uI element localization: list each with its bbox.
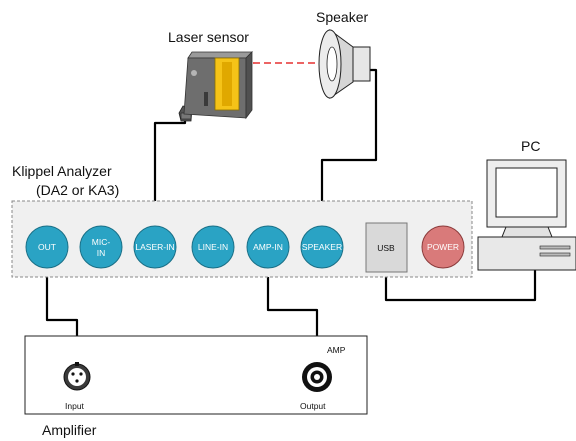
svg-text:POWER: POWER bbox=[427, 242, 459, 252]
svg-text:SPEAKER: SPEAKER bbox=[302, 242, 342, 252]
amplifier-label: Amplifier bbox=[42, 422, 97, 438]
pc-label: PC bbox=[521, 138, 540, 154]
pc-icon bbox=[477, 159, 576, 271]
analyzer-ports: OUT MIC- IN LASER-IN LINE-IN AMP-IN SPEA… bbox=[25, 222, 465, 273]
laser-sensor-icon bbox=[178, 51, 253, 122]
input-label: Input bbox=[65, 401, 85, 411]
port-speaker: SPEAKER bbox=[300, 225, 344, 269]
output-label: Output bbox=[300, 401, 326, 411]
cable-usb bbox=[384, 270, 537, 302]
svg-text:AMP-IN: AMP-IN bbox=[253, 242, 283, 252]
port-laser-in: LASER-IN bbox=[133, 225, 177, 269]
analyzer-label-line2: (DA2 or KA3) bbox=[36, 182, 119, 198]
cable-amp-in bbox=[266, 260, 319, 350]
port-power: POWER bbox=[421, 225, 465, 269]
amp-tag: AMP bbox=[327, 345, 346, 355]
cable-laser bbox=[153, 120, 187, 234]
svg-text:IN: IN bbox=[97, 248, 106, 258]
speaker-icon bbox=[318, 29, 371, 99]
svg-text:LASER-IN: LASER-IN bbox=[135, 242, 174, 252]
analyzer-label-line1: Klippel Analyzer bbox=[12, 163, 112, 179]
cable-speaker bbox=[320, 68, 378, 234]
svg-text:OUT: OUT bbox=[38, 242, 56, 252]
cables bbox=[45, 68, 537, 350]
svg-text:LINE-IN: LINE-IN bbox=[198, 242, 228, 252]
port-amp-in: AMP-IN bbox=[246, 225, 290, 269]
port-out: OUT bbox=[25, 225, 69, 269]
port-mic-in: MIC- IN bbox=[79, 225, 123, 269]
speaker-label: Speaker bbox=[316, 9, 368, 25]
cable-out bbox=[45, 260, 79, 350]
laser-sensor-label: Laser sensor bbox=[168, 29, 249, 45]
port-line-in: LINE-IN bbox=[191, 225, 235, 269]
port-usb: USB bbox=[365, 222, 408, 273]
svg-text:USB: USB bbox=[377, 243, 395, 253]
svg-text:MIC-: MIC- bbox=[92, 237, 111, 247]
speakon-connector-icon bbox=[302, 362, 332, 392]
xlr-connector-icon bbox=[63, 362, 91, 391]
